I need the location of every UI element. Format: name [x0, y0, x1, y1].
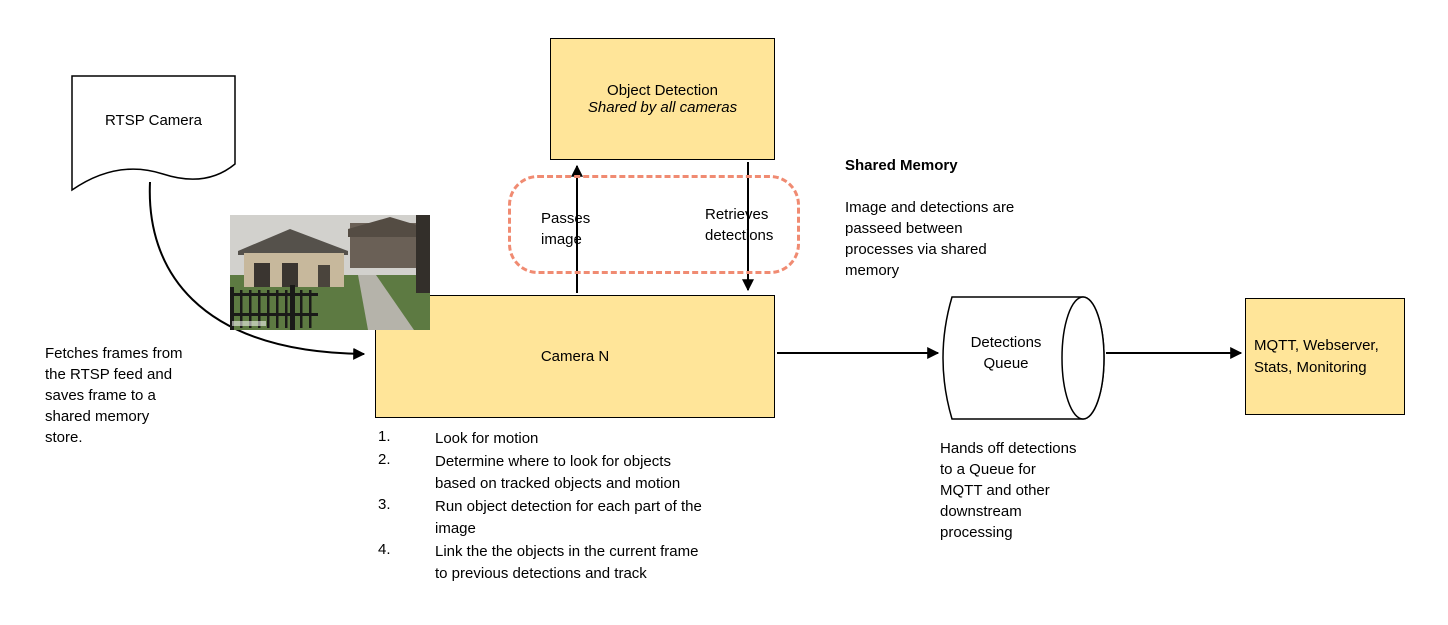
- object-detection-box: Object Detection Shared by all cameras: [550, 38, 775, 160]
- mqtt-label: MQTT, Webserver, Stats, Monitoring: [1254, 336, 1379, 376]
- step-item: 1. Look for motion: [378, 428, 798, 450]
- shared-memory-region: [508, 175, 800, 274]
- step-item: 4. Link the the objects in the current f…: [378, 541, 798, 585]
- object-detection-title: Object Detection: [607, 82, 718, 99]
- fetches-frames-note: Fetches frames from the RTSP feed and sa…: [45, 345, 183, 446]
- step-number: 1.: [378, 428, 391, 445]
- step-number: 3.: [378, 496, 391, 513]
- passes-image-label: Passes image: [541, 210, 591, 248]
- step-number: 4.: [378, 541, 391, 558]
- step-item: 3. Run object detection for each part of…: [378, 496, 798, 540]
- rtsp-camera-label: RTSP Camera: [105, 112, 202, 129]
- step-text: Determine where to look for objects base…: [435, 453, 681, 492]
- camera-steps: 1. Look for motion 2. Determine where to…: [378, 428, 798, 586]
- camera-n-label: Camera N: [540, 348, 610, 365]
- shared-memory-note: Shared Memory Image and detections are p…: [845, 134, 1065, 281]
- camera-snapshot: [230, 215, 430, 330]
- shared-memory-title: Shared Memory: [845, 157, 958, 174]
- step-item: 2. Determine where to look for objects b…: [378, 451, 798, 495]
- step-text: Look for motion: [435, 430, 539, 447]
- queue-note: Hands off detections to a Queue for MQTT…: [940, 440, 1077, 541]
- shared-memory-body: Image and detections are passeed between…: [845, 199, 1015, 279]
- detections-queue-label: Detections Queue: [970, 334, 1042, 372]
- rtsp-to-camera-arrow: [148, 181, 366, 360]
- camera-n-box: Camera N: [375, 295, 775, 418]
- step-text: Link the the objects in the current fram…: [435, 543, 699, 582]
- object-detection-subtitle: Shared by all cameras: [587, 99, 738, 116]
- retrieves-detections-label: Retrieves detections: [705, 206, 774, 244]
- detections-queue-shape: [942, 296, 1105, 420]
- step-number: 2.: [378, 451, 391, 468]
- step-text: Run object detection for each part of th…: [435, 498, 702, 537]
- rtsp-camera-shape: [71, 75, 236, 192]
- mqtt-box: MQTT, Webserver, Stats, Monitoring: [1245, 298, 1405, 415]
